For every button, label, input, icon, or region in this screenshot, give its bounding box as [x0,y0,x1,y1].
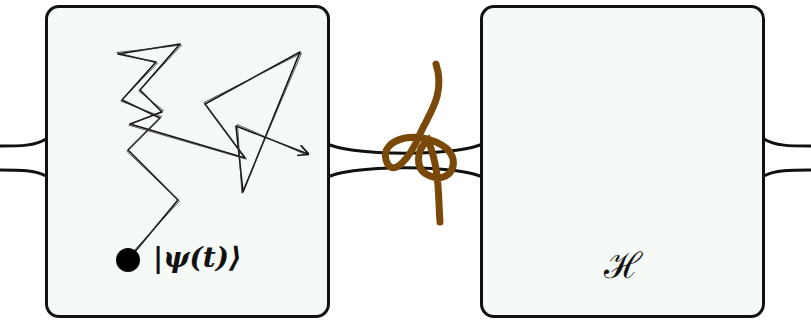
random-walk [48,8,333,321]
knot-rope [385,64,453,222]
walk-sketch [117,45,307,258]
state-label: |ψ(t)⟩ [153,241,242,274]
space-label: ℋ [604,240,642,289]
walk-path [118,44,308,260]
state-dot [116,248,140,272]
walk-box: |ψ(t)⟩ [45,5,330,318]
space-box: ℋ [480,5,765,318]
